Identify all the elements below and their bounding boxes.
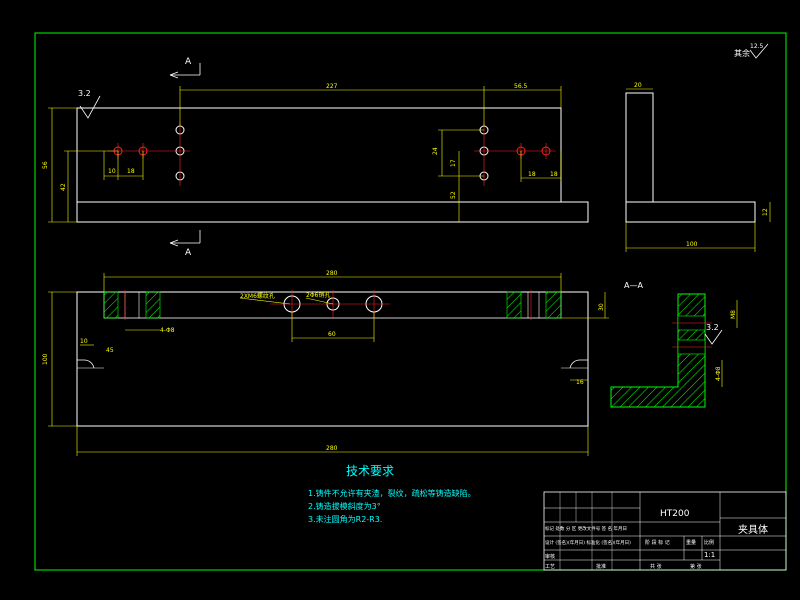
section-label-bottom: A xyxy=(185,248,192,258)
section-view: A—A 3.2 M8 4-Φ8 xyxy=(610,281,738,408)
dim-plan-height: 100 xyxy=(42,353,49,365)
front-view: 3.2 227 56.5 56 42 xyxy=(42,57,589,258)
dim-chamfer-left: 45 xyxy=(106,347,114,354)
dim-right-v1: 24 xyxy=(432,147,439,155)
dim-plan-left-small: 10 xyxy=(80,338,88,345)
tech-item-1: 1.铸件不允许有夹渣，裂纹，疏松等铸造缺陷。 xyxy=(308,488,476,498)
tb-row-1: 标记 处数 分 区 更改文件号 签 名 年月日 xyxy=(545,525,627,532)
dim-left-h1: 10 xyxy=(108,168,116,175)
hole-note-2: 2Φ6销孔 xyxy=(306,291,330,299)
tb-stage: 阶 段 标 记 xyxy=(645,539,670,546)
dim-plan-left-note: 4-Φ8 xyxy=(160,327,175,334)
surface-note: 其余 xyxy=(734,48,750,58)
dim-side-bottom: 100 xyxy=(686,241,698,248)
material: HT200 xyxy=(660,509,690,519)
tb-weight: 重量 xyxy=(686,539,696,546)
dim-right-v3: 52 xyxy=(450,191,457,199)
tech-requirements: 技术要求 1.铸件不允许有夹渣，裂纹，疏松等铸造缺陷。 2.铸造拔模斜度为3° … xyxy=(308,464,476,524)
title-block: HT200 夹具体 标记 处数 分 区 更改文件号 签 名 年月日 设计 (签名… xyxy=(543,491,787,571)
tb-audit: 审核 xyxy=(545,553,555,560)
dim-plan-right-small: 16 xyxy=(576,379,584,386)
plan-view: 280 280 100 30 60 4-Φ8 2XM6螺纹孔 2Φ6销孔 10 … xyxy=(42,270,609,456)
tb-sheet-no: 第 张 xyxy=(690,563,702,570)
part-name: 夹具体 xyxy=(738,523,768,536)
tb-scale-label: 比例 xyxy=(704,539,714,546)
dim-top-right: 56.5 xyxy=(514,83,528,90)
scale: 1:1 xyxy=(704,551,715,559)
roughness-corner: 12.5 xyxy=(750,43,764,50)
roughness-front: 3.2 xyxy=(78,89,91,98)
tech-item-3: 3.未注圆角为R2-R3. xyxy=(308,514,382,524)
dim-plan-center: 60 xyxy=(328,331,336,338)
dim-plan-right-h: 30 xyxy=(598,303,605,311)
tech-title: 技术要求 xyxy=(346,464,394,478)
dim-left-h2: 18 xyxy=(127,168,135,175)
drawing-frame xyxy=(34,32,787,571)
tech-item-2: 2.铸造拔模斜度为3° xyxy=(308,501,381,511)
dim-right-h2: 18 xyxy=(550,171,558,178)
dim-plan-bottom: 280 xyxy=(326,445,338,452)
section-roughness: 3.2 xyxy=(706,323,719,332)
dim-right-h1: 18 xyxy=(528,171,536,178)
side-view: 20 100 12 xyxy=(625,82,771,252)
tb-row-2: 设计 (签名)(年月日) 标准化 (签名)(年月日) xyxy=(545,539,631,546)
hole-note-1: 2XM6螺纹孔 xyxy=(240,292,275,300)
dim-right-v2: 17 xyxy=(450,159,457,167)
tb-process: 工艺 xyxy=(545,564,555,570)
dim-plan-width: 280 xyxy=(326,270,338,277)
dim-left-inner: 42 xyxy=(60,183,67,191)
dim-left-height: 56 xyxy=(42,161,49,169)
dim-side-top: 20 xyxy=(634,82,642,89)
section-view-title: A—A xyxy=(624,281,643,290)
dim-top-span: 227 xyxy=(326,83,338,90)
tb-sheet-total: 共 张 xyxy=(650,563,662,570)
section-dim-1: M8 xyxy=(730,310,737,319)
tb-approve: 批准 xyxy=(596,563,606,570)
dim-side-right: 12 xyxy=(762,208,769,216)
section-dim-2: 4-Φ8 xyxy=(715,366,722,381)
section-label-top: A xyxy=(185,57,192,67)
